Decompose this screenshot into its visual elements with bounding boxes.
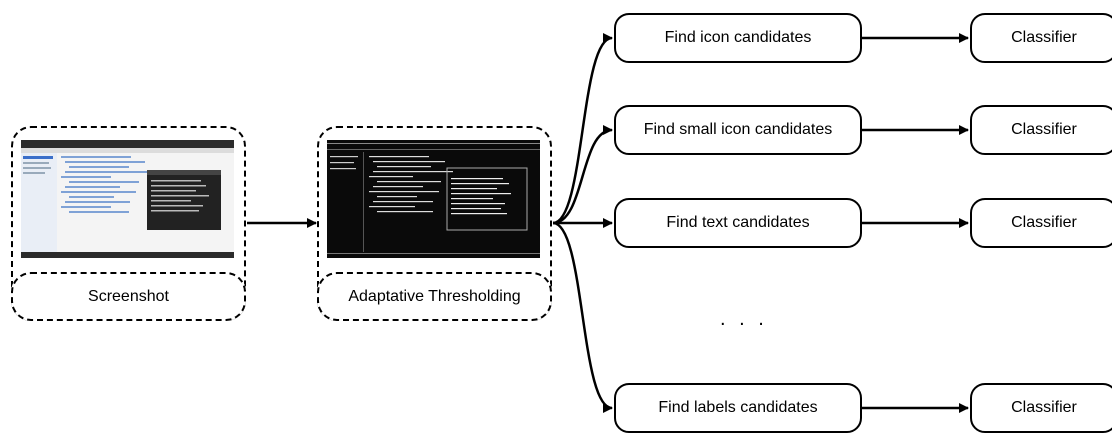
arrow-threshold-to-small-icon (552, 125, 613, 225)
find-small-icon-candidates-box: Find small icon candidates (614, 105, 862, 155)
threshold-thumbnail (327, 140, 540, 258)
find-text-candidates-box: Find text candidates (614, 198, 862, 248)
find-labels-candidates-box: Find labels candidates (614, 383, 862, 433)
classifier-box-labels: Classifier (970, 383, 1112, 433)
classifier-box-small-icon: Classifier (970, 105, 1112, 155)
classifier-box-text: Classifier (970, 198, 1112, 248)
classifier-box-icon: Classifier (970, 13, 1112, 63)
arrow-threshold-to-labels (552, 221, 613, 413)
find-icon-candidates-box: Find icon candidates (614, 13, 862, 63)
screenshot-label: Screenshot (11, 272, 246, 321)
arrow-threshold-to-icon (552, 33, 613, 225)
more-branches-ellipsis: . . . (720, 308, 768, 330)
screenshot-thumbnail (21, 140, 234, 258)
threshold-label: Adaptative Thresholding (317, 272, 552, 321)
